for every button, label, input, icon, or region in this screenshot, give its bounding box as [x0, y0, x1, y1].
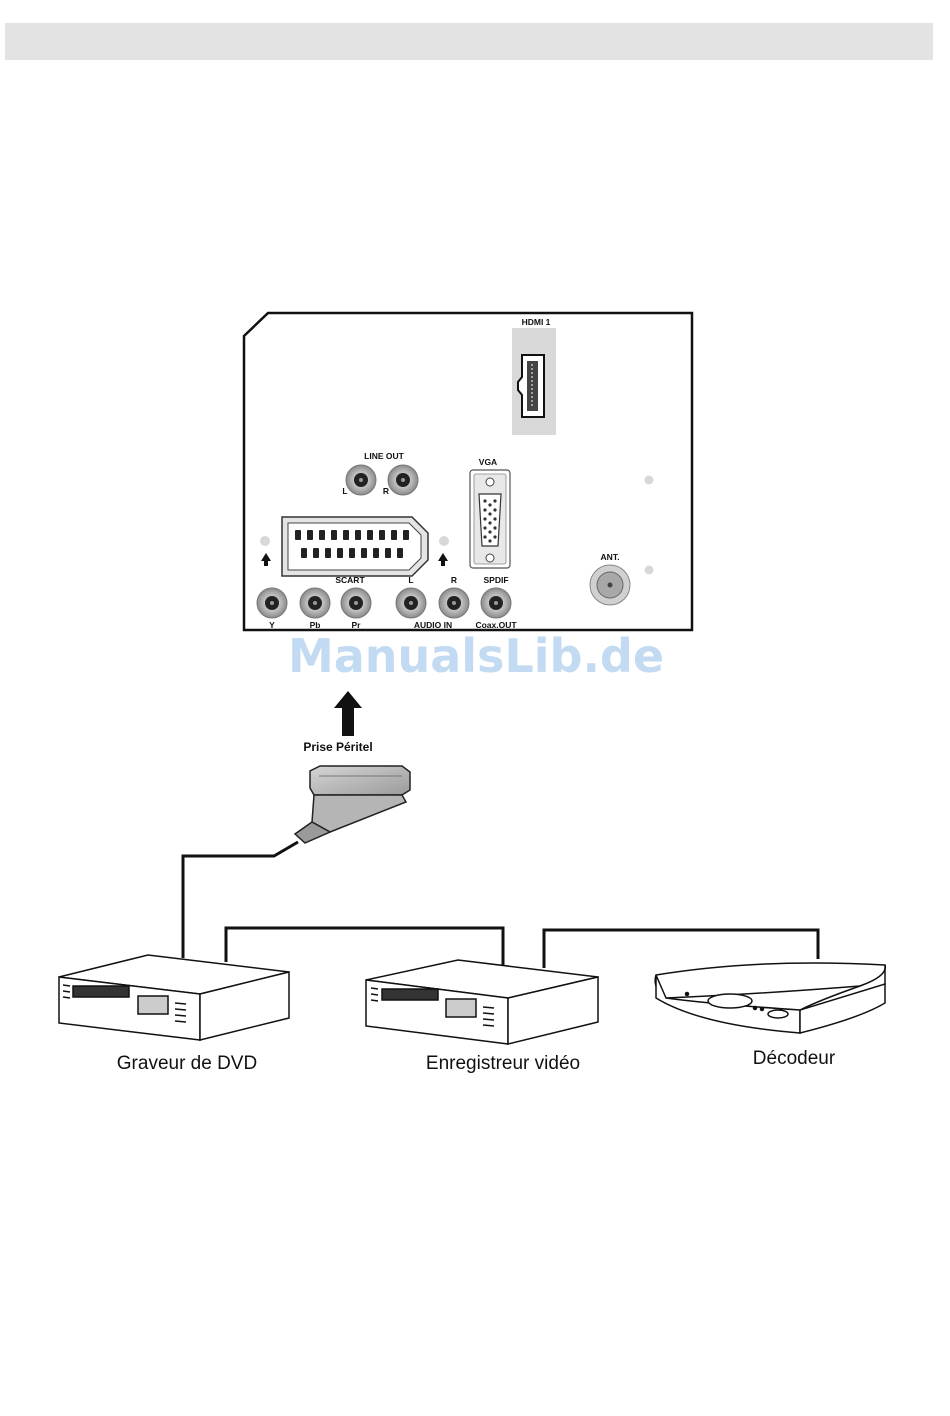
line-out-left-jack[interactable] [346, 465, 376, 495]
dvd-recorder-label: Graveur de DVD [117, 1053, 257, 1074]
panel-dot-lower [645, 566, 654, 575]
vga-label: VGA [479, 457, 497, 467]
connection-cables [183, 842, 818, 968]
scart-label: SCART [335, 575, 365, 585]
scart-plug-icon [295, 766, 410, 843]
audio-in-right-label: R [451, 575, 457, 585]
up-arrow-icon [334, 691, 362, 736]
dvd-recorder-icon [59, 955, 289, 1040]
antenna-jack[interactable] [590, 565, 630, 605]
decoder-icon [655, 963, 885, 1033]
spdif-coax-jack[interactable] [481, 588, 511, 618]
scart-plug-label: Prise Péritel [303, 740, 372, 754]
watermark: ManualsLib.de [288, 629, 664, 683]
audio-in-right-jack[interactable] [439, 588, 469, 618]
scart-indicator-right [439, 536, 449, 546]
line-out-right-jack[interactable] [388, 465, 418, 495]
video-recorder-label: Enregistreur vidéo [426, 1053, 580, 1074]
panel-dot-upper [645, 476, 654, 485]
y-jack[interactable] [257, 588, 287, 618]
audio-in-left-label: L [408, 575, 413, 585]
vga-port[interactable] [470, 470, 510, 568]
ant-label: ANT. [601, 552, 620, 562]
pb-jack[interactable] [300, 588, 330, 618]
line-out-left-label: L [342, 486, 347, 496]
line-out-right-label: R [383, 486, 389, 496]
line-out-label: LINE OUT [364, 451, 404, 461]
decoder-label: Décodeur [753, 1048, 836, 1069]
hdmi-label: HDMI 1 [522, 317, 551, 327]
video-recorder-icon [366, 960, 598, 1044]
scart-indicator-left [260, 536, 270, 546]
pr-jack[interactable] [341, 588, 371, 618]
y-label: Y [269, 620, 275, 630]
hdmi-port[interactable] [512, 328, 556, 435]
audio-in-left-jack[interactable] [396, 588, 426, 618]
spdif-label: SPDIF [483, 575, 508, 585]
scart-socket[interactable] [282, 517, 428, 576]
